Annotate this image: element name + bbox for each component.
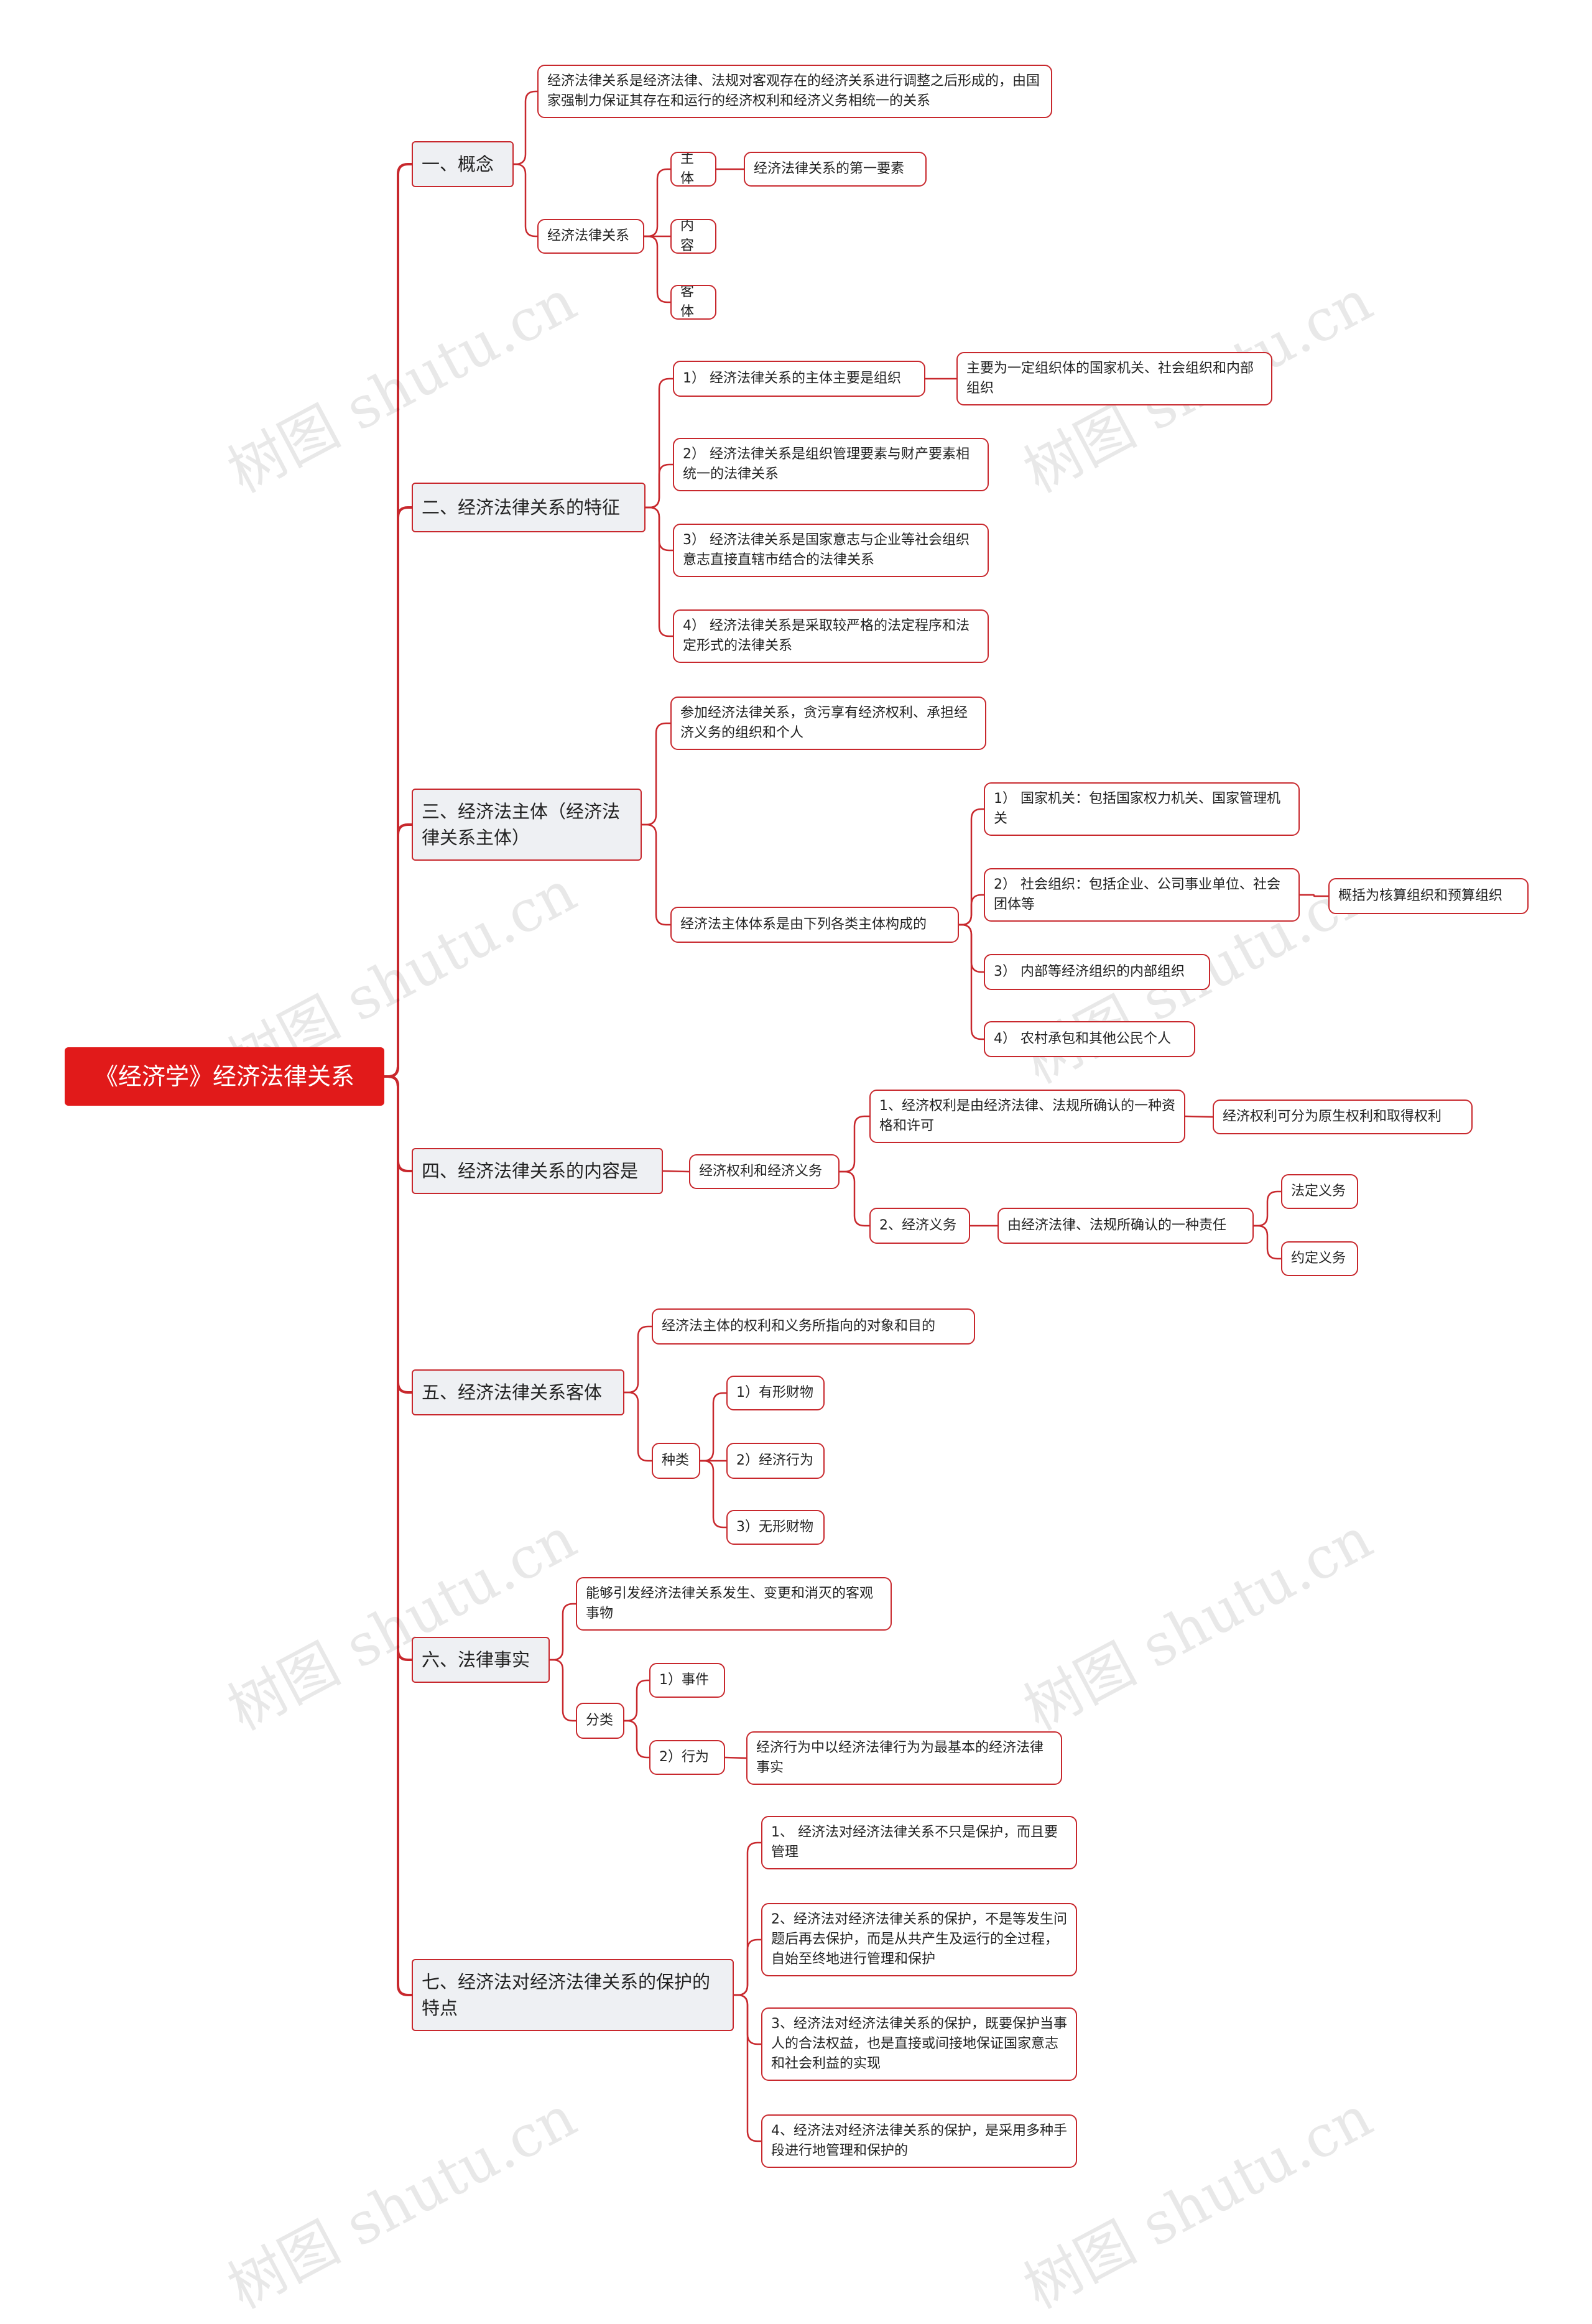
connector-root-n7 — [384, 1075, 412, 1996]
connector-n5-n5a — [624, 1325, 652, 1394]
topic-legal-subject[interactable]: 三、经济法主体（经济法律关系主体） — [412, 789, 642, 861]
connector-n1b-n1b1 — [644, 168, 670, 238]
subject-individuals[interactable]: 4） 农村承包和其他公民个人 — [984, 1021, 1195, 1057]
connector-n3b-n3b4 — [959, 924, 984, 1040]
relation-content[interactable]: 内容 — [670, 219, 716, 254]
connector-n4a2a-n4a2a2 — [1254, 1224, 1281, 1260]
relation-object[interactable]: 客体 — [670, 285, 716, 320]
subject-system[interactable]: 经济法主体体系是由下列各类主体构成的 — [670, 907, 959, 943]
fact-event[interactable]: 1）事件 — [649, 1663, 725, 1698]
concept-relation[interactable]: 经济法律关系 — [537, 219, 644, 254]
protection-1[interactable]: 1、 经济法对经济法律关系不只是保护，而且要管理 — [761, 1816, 1077, 1869]
root-topic[interactable]: 《经济学》经济法律关系 — [65, 1047, 384, 1106]
economic-rights[interactable]: 1、经济权利是由经济法律、法规所确认的一种资格和许可 — [869, 1090, 1185, 1143]
type-tangible-property[interactable]: 1）有形财物 — [726, 1376, 825, 1410]
contractual-obligation[interactable]: 约定义务 — [1281, 1241, 1358, 1276]
connector-n2-n2d — [646, 506, 673, 637]
feature-4[interactable]: 4） 经济法律关系是采取较严格的法定程序和法定形式的法律关系 — [673, 609, 989, 663]
connector-n7-n7d — [734, 1994, 761, 2142]
connector-lines — [384, 90, 1328, 2142]
fact-behavior[interactable]: 2）行为 — [649, 1740, 725, 1775]
mindmap-canvas: 树图 shutu.cn 树图 shutu.cn 树图 shutu.cn 树图 s… — [65, 65, 1529, 2322]
connector-n6b-n6b2 — [624, 1720, 649, 1759]
connector-n3b-n3b2 — [959, 894, 984, 926]
feature-1-detail[interactable]: 主要为一定组织体的国家机关、社会组织和内部组织 — [956, 352, 1272, 405]
connector-n1-n1a — [514, 90, 537, 165]
connector-n4a-n4a1 — [840, 1115, 869, 1173]
connector-n4a1-n4a1a — [1185, 1115, 1213, 1118]
subject-definition[interactable]: 参加经济法律关系，贪污享有经济权利、承担经济义务的组织和个人 — [670, 697, 986, 750]
feature-2[interactable]: 2） 经济法律关系是组织管理要素与财产要素相统一的法律关系 — [673, 438, 989, 491]
connector-n4-n4a — [662, 1170, 690, 1173]
feature-1[interactable]: 1） 经济法律关系的主体主要是组织 — [673, 361, 925, 397]
protection-3[interactable]: 3、经济法对经济法律关系的保护，既要保护当事人的合法权益，也是直接或间接地保证国… — [761, 2007, 1077, 2081]
statutory-obligation[interactable]: 法定义务 — [1281, 1174, 1358, 1209]
connector-n2-n2b — [646, 463, 673, 509]
topic-legal-facts[interactable]: 六、法律事实 — [412, 1637, 550, 1683]
obligation-definition[interactable]: 由经济法律、法规所确认的一种责任 — [997, 1208, 1254, 1244]
rights-classification[interactable]: 经济权利可分为原生权利和取得权利 — [1213, 1100, 1473, 1134]
topic-content[interactable]: 四、经济法律关系的内容是 — [412, 1148, 663, 1194]
connector-n6-n6a — [550, 1603, 576, 1661]
connector-n6b-n6b1 — [624, 1679, 649, 1722]
object-definition[interactable]: 经济法主体的权利和义务所指向的对象和目的 — [652, 1308, 975, 1345]
connector-n5-n5b — [624, 1391, 652, 1462]
connector-n3-n3a — [642, 722, 670, 826]
concept-definition[interactable]: 经济法律关系是经济法律、法规对客观存在的经济关系进行调整之后形成的，由国家强制力… — [537, 65, 1052, 118]
type-economic-behavior[interactable]: 2）经济行为 — [726, 1443, 825, 1479]
protection-2[interactable]: 2、经济法对经济法律关系的保护，不是等发生问题后再去保护，而是从共产生及运行的全… — [761, 1903, 1077, 1976]
legal-facts-classification[interactable]: 分类 — [576, 1703, 624, 1739]
connector-root-n3 — [384, 823, 412, 1078]
legal-facts-definition[interactable]: 能够引发经济法律关系发生、变更和消灭的客观事物 — [576, 1577, 892, 1631]
connector-n4a-n4a2 — [840, 1170, 869, 1227]
economic-obligations[interactable]: 2、经济义务 — [869, 1208, 970, 1244]
subject-state-organs[interactable]: 1） 国家机关：包括国家权力机关、国家管理机关 — [984, 782, 1300, 836]
topic-object[interactable]: 五、经济法律关系客体 — [412, 1369, 624, 1415]
subject-internal-orgs[interactable]: 3） 内部等经济组织的内部组织 — [984, 954, 1210, 990]
topic-protection-features[interactable]: 七、经济法对经济法律关系的保护的特点 — [412, 1959, 734, 2031]
connector-n6b2-n6b2a — [724, 1756, 747, 1759]
connector-n5b-n5b3 — [700, 1460, 726, 1529]
connector-n1-n1b — [514, 163, 537, 238]
connector-n5b-n5b1 — [700, 1392, 726, 1462]
connector-n3b2-n3b2a — [1300, 894, 1328, 897]
rights-and-obligations[interactable]: 经济权利和经济义务 — [689, 1154, 840, 1189]
connector-n3-n3b — [642, 823, 670, 926]
subject-social-orgs[interactable]: 2） 社会组织：包括企业、公司事业单位、社会团体等 — [984, 868, 1300, 922]
connector-n4a2a-n4a2a1 — [1254, 1190, 1281, 1227]
connector-n7-n7b — [734, 1938, 761, 1996]
object-types[interactable]: 种类 — [652, 1443, 700, 1479]
topic-features[interactable]: 二、经济法律关系的特征 — [412, 483, 646, 532]
type-intangible-property[interactable]: 3）无形财物 — [726, 1510, 825, 1545]
protection-4[interactable]: 4、经济法对经济法律关系的保护，是采用多种手段进行地管理和保护的 — [761, 2114, 1077, 2168]
topic-concept[interactable]: 一、概念 — [412, 141, 514, 187]
connector-n1b-n1b3 — [644, 235, 670, 303]
behavior-note[interactable]: 经济行为中以经济法律行为为最基本的经济法律事实 — [746, 1731, 1062, 1785]
social-orgs-summary[interactable]: 概括为核算组织和预算组织 — [1328, 878, 1529, 914]
feature-3[interactable]: 3） 经济法律关系是国家意志与企业等社会组织意志直接直辖市结合的法律关系 — [673, 524, 989, 577]
subject-note[interactable]: 经济法律关系的第一要素 — [744, 152, 927, 187]
relation-subject[interactable]: 主体 — [670, 152, 716, 187]
connector-n6-n6b — [550, 1659, 576, 1722]
